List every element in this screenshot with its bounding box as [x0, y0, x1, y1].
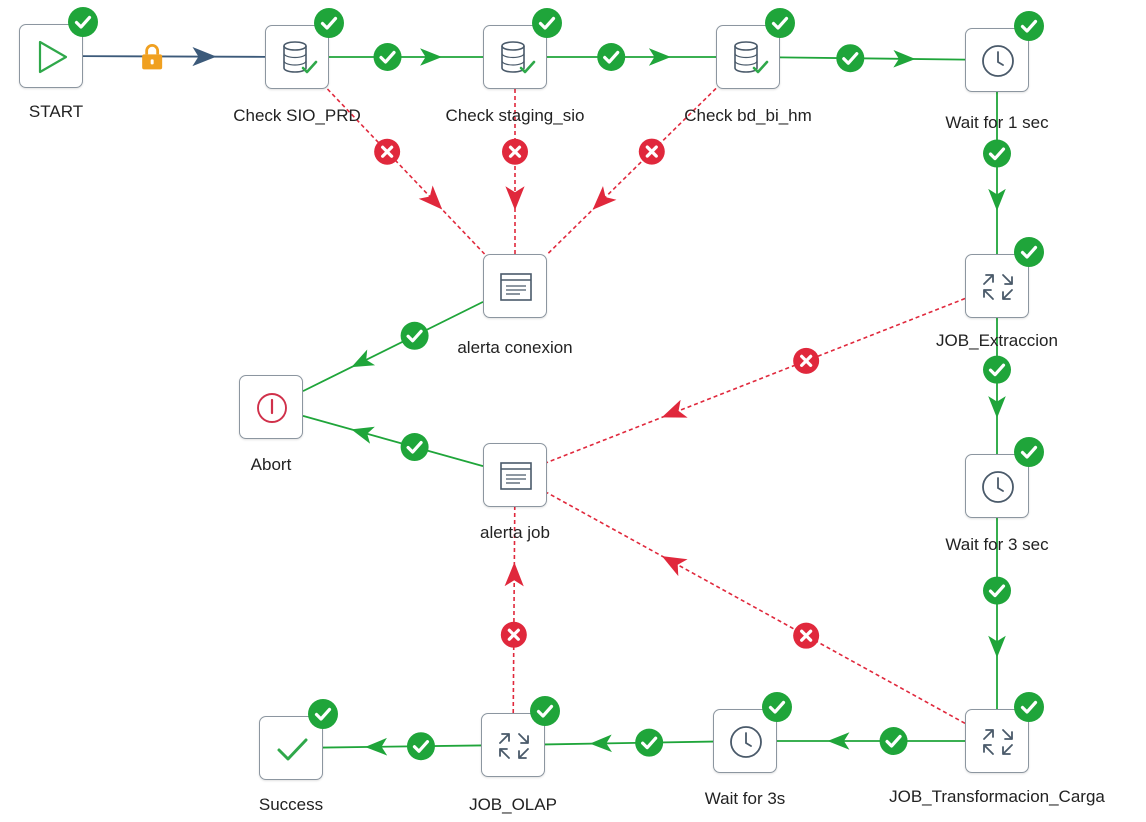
job-transformacion-carga-label: JOB_Transformacion_Carga: [889, 787, 1105, 806]
job-arrows-icon: [983, 274, 1013, 300]
success-badge-icon: [308, 699, 338, 729]
alerta-conexion-node[interactable]: [483, 254, 547, 318]
hop-success-icon: [635, 728, 664, 757]
job-extraccion-node[interactable]: [965, 254, 1029, 318]
hop-check-sio-prd-to-alerta-conexion[interactable]: [326, 88, 486, 255]
abort-icon: [257, 393, 287, 423]
success-badge-icon: [314, 8, 344, 38]
database-check-icon: [734, 41, 769, 74]
wait-3-sec-node[interactable]: [965, 454, 1029, 518]
hop-error-icon: [638, 138, 665, 165]
wait-1-sec-node[interactable]: [965, 28, 1029, 92]
checkmark-icon: [277, 738, 308, 761]
abort-node[interactable]: [239, 375, 303, 439]
success-node[interactable]: [259, 716, 323, 780]
job-extraccion-label: JOB_Extraccion: [936, 331, 1058, 350]
hop-job-transformacion-carga-to-wait-3s[interactable]: [777, 727, 965, 755]
check-sio-prd-label: Check SIO_PRD: [233, 106, 361, 125]
hop-check-bd-bi-hm-to-wait-1-sec[interactable]: [779, 44, 966, 73]
hop-error-icon: [502, 138, 528, 165]
mail-window-icon: [500, 273, 532, 301]
start-label: START: [28, 102, 84, 121]
hop-check-staging-sio-to-alerta-conexion[interactable]: [502, 89, 528, 254]
hop-success-icon: [400, 433, 429, 462]
job-arrows-icon: [983, 729, 1013, 755]
check-staging-sio-label: Check staging_sio: [445, 106, 585, 125]
start-node[interactable]: [19, 24, 83, 88]
database-check-icon: [283, 41, 318, 74]
hop-error-icon: [793, 347, 820, 374]
hop-check-sio-prd-to-check-staging-sio[interactable]: [329, 43, 483, 71]
hop-alerta-job-to-abort[interactable]: [302, 415, 484, 467]
hop-job-extraccion-to-wait-3-sec[interactable]: [983, 318, 1011, 454]
lock-icon: [142, 44, 163, 70]
clock-icon: [730, 726, 762, 758]
clock-icon: [982, 471, 1014, 503]
success-badge-icon: [765, 8, 795, 38]
hop-job-olap-to-alerta-job[interactable]: [500, 506, 527, 714]
play-icon: [38, 40, 68, 74]
job-transformacion-carga-node[interactable]: [965, 709, 1029, 773]
success-badge-icon: [532, 8, 562, 38]
hop-wait-1-sec-to-job-extraccion[interactable]: [983, 92, 1011, 254]
success-badge-icon: [530, 696, 560, 726]
hop-start-to-check-sio-prd[interactable]: [82, 44, 266, 70]
check-bd-bi-hm-label: Check bd_bi_hm: [684, 106, 812, 125]
job-olap-label: JOB_OLAP: [469, 795, 557, 814]
success-badge-icon: [1014, 11, 1044, 41]
hop-success-icon: [879, 727, 908, 755]
hop-success-icon: [836, 44, 865, 73]
mail-window-icon: [500, 462, 532, 490]
job-olap-node[interactable]: [481, 713, 545, 777]
clock-icon: [982, 45, 1014, 77]
hop-success-icon: [983, 139, 1011, 168]
hop-error-icon: [374, 138, 401, 165]
hop-error-icon: [500, 621, 527, 648]
wait-3s-label: Wait for 3s: [704, 789, 786, 808]
success-badge-icon: [762, 692, 792, 722]
wait-3-sec-label: Wait for 3 sec: [945, 535, 1049, 554]
alerta-job-label: alerta job: [480, 523, 550, 542]
hop-error-icon: [793, 622, 820, 649]
hop-success-icon: [983, 576, 1011, 605]
success-badge-icon: [68, 7, 98, 37]
hop-check-bd-bi-hm-to-alerta-conexion[interactable]: [546, 87, 717, 256]
abort-label: Abort: [250, 455, 292, 474]
wait-1-sec-label: Wait for 1 sec: [945, 113, 1049, 132]
check-bd-bi-hm-node[interactable]: [716, 25, 780, 89]
wait-3s-node[interactable]: [713, 709, 777, 773]
hop-wait-3-sec-to-job-transformacion-carga[interactable]: [983, 518, 1011, 709]
check-staging-sio-node[interactable]: [483, 25, 547, 89]
success-badge-icon: [1014, 437, 1044, 467]
hop-job-extraccion-to-alerta-job[interactable]: [546, 297, 966, 464]
alerta-conexion-label: alerta conexion: [457, 338, 573, 357]
hop-success-icon: [983, 355, 1011, 384]
alerta-job-node[interactable]: [483, 443, 547, 507]
hop-alerta-conexion-to-abort[interactable]: [302, 301, 484, 392]
hop-success-icon: [597, 43, 626, 71]
success-label: Success: [258, 795, 324, 814]
hop-job-olap-to-success[interactable]: [322, 732, 482, 761]
hop-success-icon: [373, 43, 402, 71]
check-sio-prd-node[interactable]: [265, 25, 329, 89]
hop-success-icon: [400, 321, 429, 350]
database-check-icon: [501, 41, 536, 74]
success-badge-icon: [1014, 237, 1044, 267]
hop-job-transformacion-carga-to-alerta-job[interactable]: [546, 491, 966, 725]
job-arrows-icon: [499, 733, 529, 759]
hop-wait-3s-to-job-olap[interactable]: [544, 728, 714, 757]
hop-success-icon: [406, 732, 435, 761]
success-badge-icon: [1014, 692, 1044, 722]
hop-check-staging-sio-to-check-bd-bi-hm[interactable]: [547, 43, 716, 71]
